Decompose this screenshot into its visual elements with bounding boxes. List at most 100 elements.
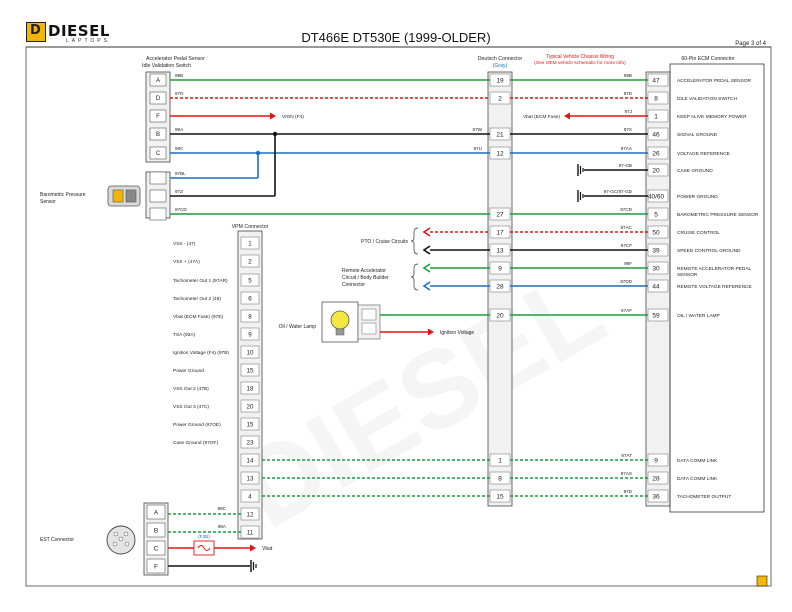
logo-wordmark: DIESEL — [48, 22, 110, 40]
deutsch-pin-number: 12 — [496, 151, 504, 158]
lamp-pin-b — [361, 322, 377, 335]
watermark-text: DIESEL — [218, 247, 624, 552]
wire-label-right: 97D — [624, 91, 633, 96]
ecm-pin-description: REMOTE ACCELERATOR PEDAL — [677, 266, 752, 272]
vpm-pin-number: 11 — [247, 530, 254, 537]
apps-pin-cell — [149, 91, 167, 105]
ecm-pin-description: OIL / WATER LAMP — [677, 313, 720, 319]
vpm-pin-label: VSS - (47) — [173, 241, 196, 247]
chassis-note-sub: (See OEM vehicle schematic for more info… — [534, 60, 626, 66]
vbat-ecm-label: Vbat (ECM Fuse) — [523, 114, 560, 120]
lamp-bulb-base — [335, 328, 345, 336]
ecm-pin-cell — [647, 453, 669, 467]
est-pin-cell — [146, 558, 166, 574]
wire-label-mid: 97W — [473, 127, 483, 132]
ecm-pin-description: CASE GROUND — [677, 168, 713, 174]
ecm-pin-description-2: SENSOR — [677, 272, 698, 278]
vpm-pin-cell — [240, 489, 260, 503]
pto-label: PTO / Cruise Circuits — [361, 239, 408, 245]
page-number: Page 3 of 4 — [735, 41, 766, 47]
vpm-pin-cell — [240, 345, 260, 359]
deutsch-pin-number: 2 — [498, 96, 502, 103]
ecm-pin-number: 40/60 — [648, 194, 665, 201]
brand-logo: D DIESEL LAPTOPS — [26, 22, 109, 44]
speed-ground-arrow — [422, 245, 431, 255]
ecm-pin-description: KEEP ALIVE MEMORY POWER — [677, 114, 747, 120]
ignition-voltage-label: Ignition Voltage — [440, 330, 474, 336]
ecm-pin-description: REMOTE VOLTAGE REFERENCE — [677, 284, 752, 290]
ecm-pin-number: 59 — [652, 313, 660, 320]
ecm-pin-number: 46 — [652, 132, 660, 139]
wire-label-est: 98C — [218, 506, 227, 511]
deutsch-pin-number: 27 — [496, 212, 504, 219]
wire-label-left: 97D — [175, 91, 184, 96]
vpm-pin-cell — [240, 273, 260, 287]
est-icon-pin — [112, 541, 118, 547]
vpm-pin-number: 23 — [247, 440, 254, 447]
ecm-pin-number: 44 — [652, 284, 660, 291]
apps-pin-cell — [149, 146, 167, 160]
vpm-pin-number: 5 — [248, 278, 252, 285]
deutsch-pin-number: 20 — [496, 313, 504, 320]
logo-badge — [26, 22, 46, 42]
apps-pin-cell — [149, 73, 167, 87]
est-icon-pin — [124, 541, 130, 547]
remote-label-1: Remote Accelerator — [342, 268, 386, 274]
ignition-voltage-arrow — [428, 328, 434, 336]
ecm-pin-cell — [647, 471, 669, 485]
vign-label: VIGN (F4) — [282, 114, 304, 120]
vpm-pin-cell — [240, 363, 260, 377]
remote-vref-arrow — [422, 281, 431, 291]
oil-lamp-label: Oil / Water Lamp — [279, 324, 317, 330]
ecm-pin-number: 50 — [652, 230, 660, 237]
baro-pin-cell — [149, 207, 167, 221]
vbat-arrow — [250, 544, 256, 552]
ecm-pin-description: DATA COMM LINK — [677, 476, 718, 482]
wire-label-left: 99C — [175, 146, 184, 151]
deutsch-pin-number: 28 — [496, 284, 504, 291]
footer-logo-badge — [756, 575, 768, 587]
vpm-pin-cell — [240, 327, 260, 341]
ecm-pin-number: 28 — [652, 476, 660, 483]
baro-sensor-port — [125, 189, 137, 203]
vpm-pin-cell — [240, 309, 260, 323]
ecm-pin-description: VOLTAGE REFERENCE — [677, 151, 730, 157]
vign-arrow — [270, 112, 276, 120]
est-icon-pin — [123, 531, 129, 537]
vpm-pin-number: 2 — [248, 259, 252, 266]
baro-label: Barometric Pressure — [40, 192, 86, 198]
vpm-pin-number: 4 — [248, 494, 252, 501]
ecm-pin-description: ACCELERATOR PEDAL SENSOR — [677, 78, 752, 84]
deutsch-subtitle: (Gray) — [493, 63, 508, 69]
deutsch-pin-cell — [489, 489, 511, 503]
vpm-pin-label: Power Ground (97OE) — [173, 422, 221, 428]
cruise-arrow — [422, 227, 431, 237]
est-pin-cell — [146, 522, 166, 538]
wire-label-right: 97AF — [621, 308, 632, 313]
remote-apps-arrow — [422, 263, 431, 273]
deutsch-pin-number: 9 — [498, 266, 502, 273]
est-pin-label: C — [154, 546, 159, 553]
ecm-pin-description: TACHOMETER OUTPUT — [677, 494, 731, 500]
vpm-pin-label: Tachometer Out 1 (97AR) — [173, 278, 228, 284]
ecm-pin-number: 39 — [652, 248, 660, 255]
apps-pin-cell — [149, 127, 167, 141]
vpm-pin-label: Ignition Voltage (F4) (97B) — [173, 350, 229, 356]
wire-label-est: 98A — [218, 524, 227, 529]
wire-label-right: 97AS — [621, 471, 632, 476]
ecm-pin-cell — [647, 91, 669, 105]
vbat-ecm-arrow — [564, 112, 570, 120]
vpm-pin-number: 13 — [247, 476, 254, 483]
remote-label-3: Connector — [342, 282, 365, 288]
est-pin-label: F — [154, 564, 158, 571]
fuse-symbol — [197, 545, 211, 551]
deutsch-pin-number: 21 — [496, 132, 504, 139]
remote-label-2: Circuit / Body Builder — [342, 275, 389, 281]
fuse-label: (F2B) — [198, 534, 210, 539]
lamp-pin-a — [361, 308, 377, 321]
vpm-pin-cell — [240, 291, 260, 305]
baro-label-2: Sensor — [40, 199, 56, 205]
apps-subtitle: Idle Validation Switch — [142, 63, 191, 69]
logo-subtitle: LAPTOPS — [66, 38, 110, 44]
